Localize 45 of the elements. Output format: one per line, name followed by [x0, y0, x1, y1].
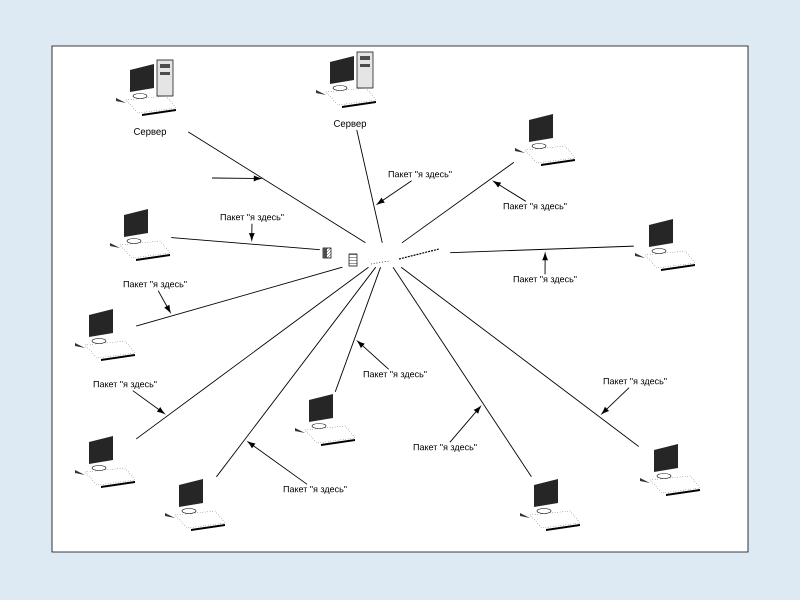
workstation-drawing [515, 114, 576, 166]
server-drawing: Сервер [116, 60, 176, 137]
node-label: Сервер [134, 128, 166, 137]
network-cable [334, 266, 382, 392]
network-cable [450, 246, 634, 254]
network-cable [402, 162, 514, 244]
workstation-drawing [520, 479, 580, 531]
workstation-drawing [635, 219, 696, 271]
leader-arrow [158, 290, 171, 313]
node-label: Сервер [334, 120, 366, 129]
leader-arrow [376, 180, 412, 204]
workstation-drawing [165, 479, 226, 531]
leader-arrow [248, 441, 308, 485]
leader-arrow [493, 181, 526, 202]
packet-label: Пакет "я здесь" [362, 370, 428, 380]
leader-arrow [542, 252, 548, 275]
network-cable [188, 131, 366, 244]
network-cable [356, 130, 383, 244]
leader-arrow [249, 223, 255, 240]
leader-arrow [602, 387, 630, 414]
workstation-drawing [295, 394, 356, 446]
packet-label: Пакет "я здесь" [122, 280, 188, 290]
leader-arrow [132, 390, 165, 414]
leader-arrow [357, 340, 390, 370]
workstation-drawing [640, 444, 700, 496]
network-cable [400, 266, 640, 448]
network-cable [170, 237, 320, 250]
workstation-drawing [75, 309, 136, 361]
packet-label: Пакет "я здесь" [282, 484, 348, 496]
packet-label: Пакет "я здесь" [502, 202, 568, 212]
packet-label: Пакет "я здесь" [412, 442, 478, 454]
network-cable [392, 266, 532, 478]
workstation-drawing [110, 209, 170, 261]
workstation-drawing [75, 436, 136, 488]
network-cable [136, 266, 369, 440]
packet-label: Пакет "я здесь" [92, 380, 158, 390]
hub-drawing [322, 248, 440, 266]
packet-label: Пакет "я здесь" [218, 212, 286, 224]
network-cable [216, 266, 376, 478]
packet-label: Пакет "я здесь" [386, 170, 454, 180]
packet-label: Пакет "я здесь" [602, 376, 668, 388]
packet-label: Пакет "я здесь" [512, 274, 578, 286]
network-cable [136, 266, 343, 327]
server-drawing: Сервер [316, 52, 376, 129]
leader-arrow [449, 406, 481, 443]
